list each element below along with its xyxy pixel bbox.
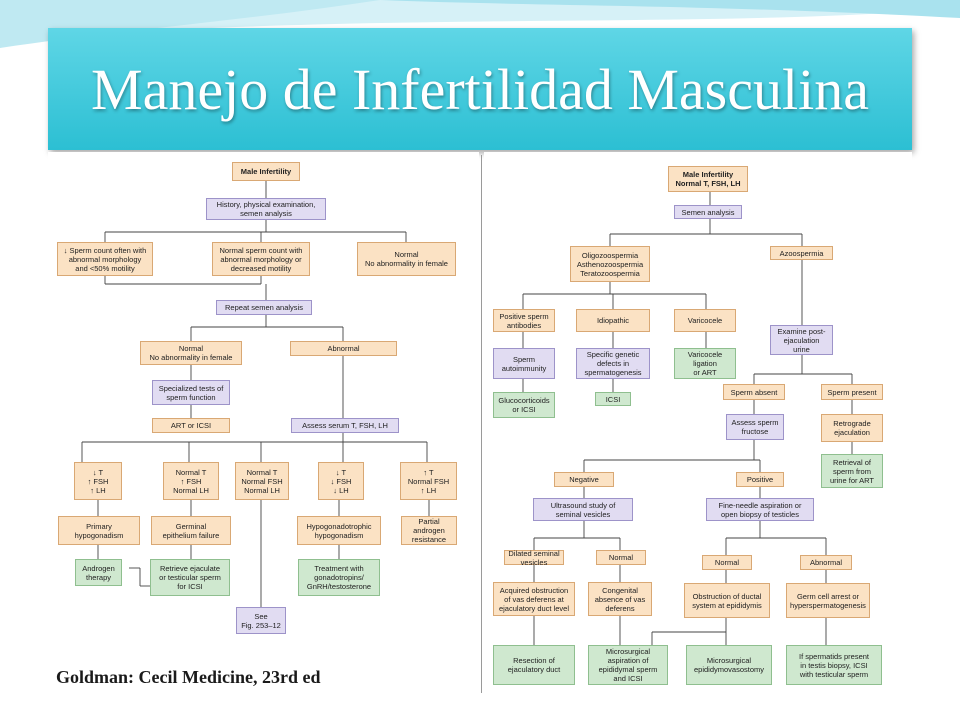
node-retrieve-ejaculate: Retrieve ejaculate or testicular sperm f… (150, 559, 230, 596)
node-art-or-icsi: ART or ICSI (152, 418, 230, 433)
node-retrograde-ejaculation: Retrograde ejaculation (821, 414, 883, 442)
node-ultrasound-study: Ultrasound study of seminal vesicles (533, 498, 633, 521)
node-retrieval-art: Retrieval of sperm from urine for ART (821, 454, 883, 488)
node-azoospermia: Azoospermia (770, 246, 833, 260)
node-sperm-autoimmunity: Sperm autoimmunity (493, 348, 555, 379)
node-glucocorticoids: Glucocorticoids or ICSI (493, 392, 555, 418)
slide-title: Manejo de Infertilidad Masculina (91, 56, 869, 122)
node-male-infertility: Male Infertility (232, 162, 300, 181)
node-obstruction-epididymis: Obstruction of ductal system at epididym… (684, 583, 770, 618)
header-swoosh-decoration (0, 0, 960, 48)
node-abnormal-biopsy: Abnormal (800, 555, 852, 570)
node-semen-analysis: Semen analysis (674, 205, 742, 219)
node-germinal-failure: Germinal epithelium failure (151, 516, 231, 545)
node-positive-antibodies: Positive sperm antibodies (493, 309, 555, 332)
node-examine-urine: Examine post- ejaculation urine (770, 325, 833, 355)
node-microsurgical-epididymovasostomy: Microsurgical epididymovasostomy (686, 645, 772, 685)
node-normal-sperm-count: Normal sperm count with abnormal morphol… (212, 242, 310, 276)
node-low-sperm-count: ↓ Sperm count often with abnormal morpho… (57, 242, 153, 276)
node-microsurgical-aspiration: Microsurgical aspiration of epididymal s… (588, 645, 668, 685)
node-see-figure: See Fig. 253–12 (236, 607, 286, 634)
node-idiopathic: Idiopathic (576, 309, 650, 332)
node-assess-fructose: Assess sperm fructose (726, 414, 784, 440)
node-oligozoospermia: Oligozoospermia Asthenozoospermia Terato… (570, 246, 650, 282)
node-history-exam: History, physical examination, semen ana… (206, 198, 326, 220)
node-germ-cell-arrest: Germ cell arrest or hyperspermatogenesis (786, 583, 870, 618)
node-specific-genetic: Specific genetic defects in spermatogene… (576, 348, 650, 379)
node-icsi: ICSI (595, 392, 631, 406)
node-hormone-profile-3: Normal T Normal FSH Normal LH (235, 462, 289, 500)
node-specialized-tests: Specialized tests of sperm function (152, 380, 230, 405)
node-normal-biopsy: Normal (702, 555, 752, 570)
node-sperm-absent: Sperm absent (723, 384, 785, 400)
node-treatment-gonadotropins: Treatment with gonadotropins/ GnRH/testo… (298, 559, 380, 596)
node-repeat-semen-analysis: Repeat semen analysis (216, 300, 312, 315)
node-varicocele: Varicocele (674, 309, 736, 332)
node-resection-duct: Resection of ejaculatory duct (493, 645, 575, 685)
right-flowchart: Male Infertility Normal T, FSH, LH Semen… (484, 152, 912, 694)
node-negative: Negative (554, 472, 614, 487)
node-fine-needle-aspiration: Fine-needle aspiration or open biopsy of… (706, 498, 814, 521)
node-hypogonadotrophic: Hypogonadotrophic hypogonadism (297, 516, 381, 545)
node-acquired-obstruction: Acquired obstruction of vas deferens at … (493, 582, 575, 616)
node-male-infertility-normal: Male Infertility Normal T, FSH, LH (668, 166, 748, 192)
node-hormone-profile-2: Normal T ↑ FSH Normal LH (163, 462, 219, 500)
panel-divider (481, 155, 482, 693)
node-dilated-vesicles: Dilated seminal vesicles (504, 549, 564, 567)
node-varicocele-ligation: Varicocele ligation or ART (674, 348, 736, 379)
node-primary-hypogonadism: Primary hypogonadism (58, 516, 140, 545)
node-assess-serum: Assess serum T, FSH, LH (291, 418, 399, 433)
node-spermatids-icsi: If spermatids present in testis biopsy, … (786, 645, 882, 685)
node-positive: Positive (736, 472, 784, 487)
left-flowchart-connectors (81, 181, 430, 607)
node-partial-androgen: Partial androgen resistance (401, 516, 457, 545)
node-abnormal: Abnormal (290, 341, 397, 356)
node-sperm-present: Sperm present (821, 384, 883, 400)
node-normal-ultrasound: Normal (596, 550, 646, 565)
node-normal-no-abnormality: Normal No abnormality in female (140, 341, 242, 365)
right-flowchart-connectors (522, 192, 853, 645)
node-hormone-profile-4: ↓ T ↓ FSH ↓ LH (318, 462, 364, 500)
node-androgen-therapy: Androgen therapy (75, 559, 122, 586)
node-congenital-absence: Congenital absence of vas deferens (588, 582, 652, 616)
title-banner: Manejo de Infertilidad Masculina (48, 28, 912, 150)
node-hormone-profile-1: ↓ T ↑ FSH ↑ LH (74, 462, 122, 500)
citation-text: Goldman: Cecil Medicine, 23rd ed (56, 667, 321, 687)
left-flowchart: Male Infertility History, physical exami… (48, 152, 479, 694)
node-normal-female: Normal No abnormality in female (357, 242, 456, 276)
node-hormone-profile-5: ↑ T Normal FSH ↑ LH (400, 462, 457, 500)
